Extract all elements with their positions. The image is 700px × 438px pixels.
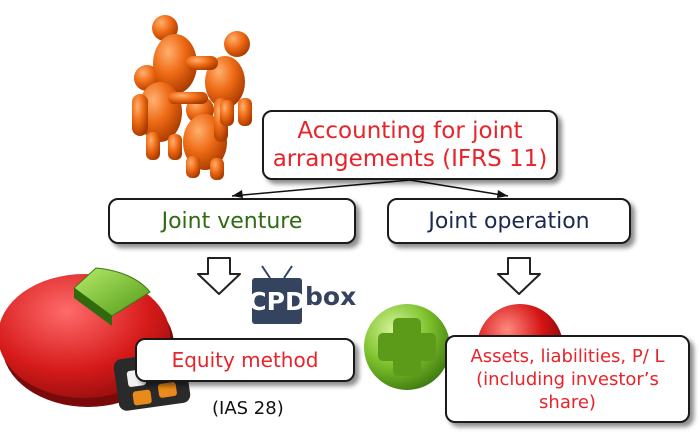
joint-venture-box: Joint venture [108, 198, 356, 244]
box-logo-text: box [305, 282, 357, 311]
assets-box: Assets, liabilities, P/ L (including inv… [445, 335, 690, 423]
title-box: Accounting for joint arrangements (IFRS … [262, 110, 558, 180]
arrowhead-right [497, 190, 508, 198]
team-of-people-icon [132, 15, 252, 180]
plus-circle-icon [364, 304, 450, 390]
ias-reference: (IAS 28) [212, 398, 284, 419]
diagram-title: Accounting for joint arrangements (IFRS … [272, 118, 548, 172]
equity-method-label: Equity method [171, 348, 319, 372]
joint-venture-label: Joint venture [161, 208, 303, 234]
down-arrow-icon [197, 257, 241, 295]
equity-method-box: Equity method [135, 338, 355, 382]
logo-antenna [261, 265, 293, 279]
assets-label: Assets, liabilities, P/ L (including inv… [470, 345, 665, 413]
cpd-logo-text: CPD [248, 286, 306, 316]
arrowhead-left [232, 190, 243, 198]
joint-operation-label: Joint operation [428, 208, 590, 234]
connector-lines [231, 179, 509, 197]
joint-operation-box: Joint operation [387, 198, 631, 244]
cpd-logo: CPD [248, 278, 306, 324]
down-arrow-icon [497, 257, 541, 295]
